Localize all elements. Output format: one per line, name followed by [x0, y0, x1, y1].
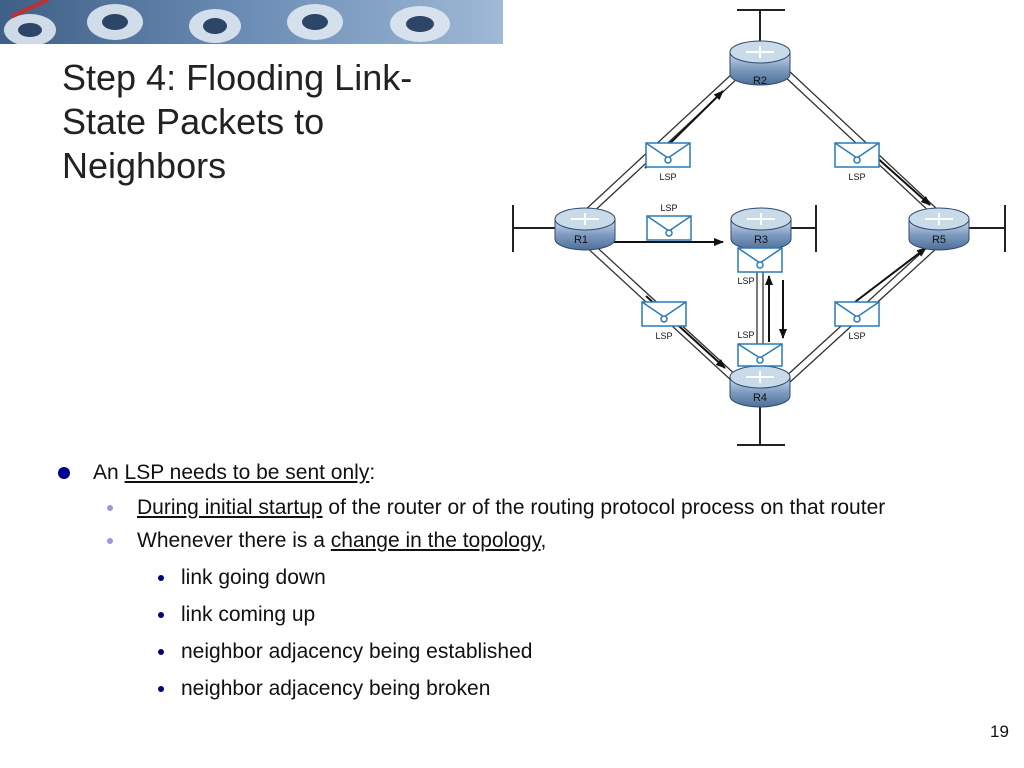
svg-text:LSP: LSP	[659, 172, 676, 182]
bullet-text: neighbor adjacency being broken	[181, 677, 491, 700]
bullet-text: ,	[540, 529, 547, 552]
router-r2: R2	[729, 40, 791, 87]
bullet-underlined-text: LSP needs to be sent only	[124, 461, 370, 484]
router-r4: R4	[729, 365, 791, 408]
svg-text:LSP: LSP	[848, 331, 865, 341]
title-line-3: Neighbors	[62, 145, 227, 186]
lsp-envelope-r5-r4: LSP	[834, 301, 880, 341]
bullet-dot-icon	[158, 575, 164, 581]
title-line-2: State Packets to	[62, 101, 325, 142]
sub-bullet-link-down: link going down	[58, 563, 958, 593]
bullet-dot-icon	[158, 686, 164, 692]
router-label: R3	[754, 234, 768, 246]
bullet-initial-startup: During initial startup of the router or …	[58, 493, 937, 523]
bullet-text: :	[369, 461, 376, 484]
svg-text:LSP: LSP	[737, 276, 754, 286]
bullet-dot-icon	[58, 467, 70, 479]
bullet-underlined-text: change in the topology	[330, 529, 541, 552]
lsp-envelope-r2-r5: LSP	[834, 142, 880, 182]
lsp-flooding-diagram: R2 R1 R3 R5 R4 LSP LSP LSP	[512, 9, 1006, 446]
page-number: 19	[990, 722, 1009, 741]
lan-segments	[512, 9, 1006, 446]
lsp-envelope-r3-r4-bottom: LSP	[737, 330, 783, 367]
bullet-dot-icon	[158, 612, 164, 618]
sub-bullet-adjacency-established: neighbor adjacency being established	[58, 637, 958, 667]
svg-text:LSP: LSP	[660, 203, 677, 213]
lsp-envelope-r3-r4-top: LSP	[737, 247, 783, 286]
lsp-envelope-r1-r2: LSP	[645, 142, 691, 182]
bullet-text: An	[93, 461, 125, 484]
bullet-list: An LSP needs to be sent only: During ini…	[58, 456, 958, 704]
router-label: R2	[753, 75, 767, 87]
bullet-text: Whenever there is a	[137, 529, 331, 552]
router-label: R4	[753, 392, 767, 404]
svg-text:LSP: LSP	[737, 330, 754, 340]
bullet-topology-change: Whenever there is a change in the topolo…	[58, 526, 937, 556]
bullet-text: of the router or of the routing protocol…	[322, 496, 886, 519]
router-label: R5	[932, 234, 946, 246]
sub-bullet-adjacency-broken: neighbor adjacency being broken	[58, 674, 958, 704]
lsp-envelope-r1-r3: LSP	[646, 203, 692, 241]
svg-text:LSP: LSP	[655, 331, 672, 341]
bullet-dot-icon	[107, 538, 113, 544]
sub-bullet-link-up: link coming up	[58, 600, 958, 630]
router-r3: R3	[730, 207, 792, 251]
title-line-1: Step 4: Flooding Link-	[62, 57, 413, 98]
slide-title: Step 4: Flooding Link- State Packets to …	[62, 56, 482, 188]
bullet-dot-icon	[158, 649, 164, 655]
bullet-text: link going down	[181, 566, 326, 589]
header-banner-image	[0, 0, 503, 44]
svg-text:LSP: LSP	[848, 172, 865, 182]
router-label: R1	[574, 234, 588, 246]
bullet-lsp-sent: An LSP needs to be sent only:	[58, 456, 958, 490]
bullet-text: link coming up	[181, 603, 316, 626]
lsp-envelope-r1-r4: LSP	[641, 301, 687, 341]
bullet-underlined-text: During initial startup	[137, 496, 323, 519]
bullet-text: neighbor adjacency being established	[181, 640, 533, 663]
router-r1: R1	[554, 207, 616, 251]
router-r5: R5	[908, 207, 970, 251]
bullet-dot-icon	[107, 505, 113, 511]
